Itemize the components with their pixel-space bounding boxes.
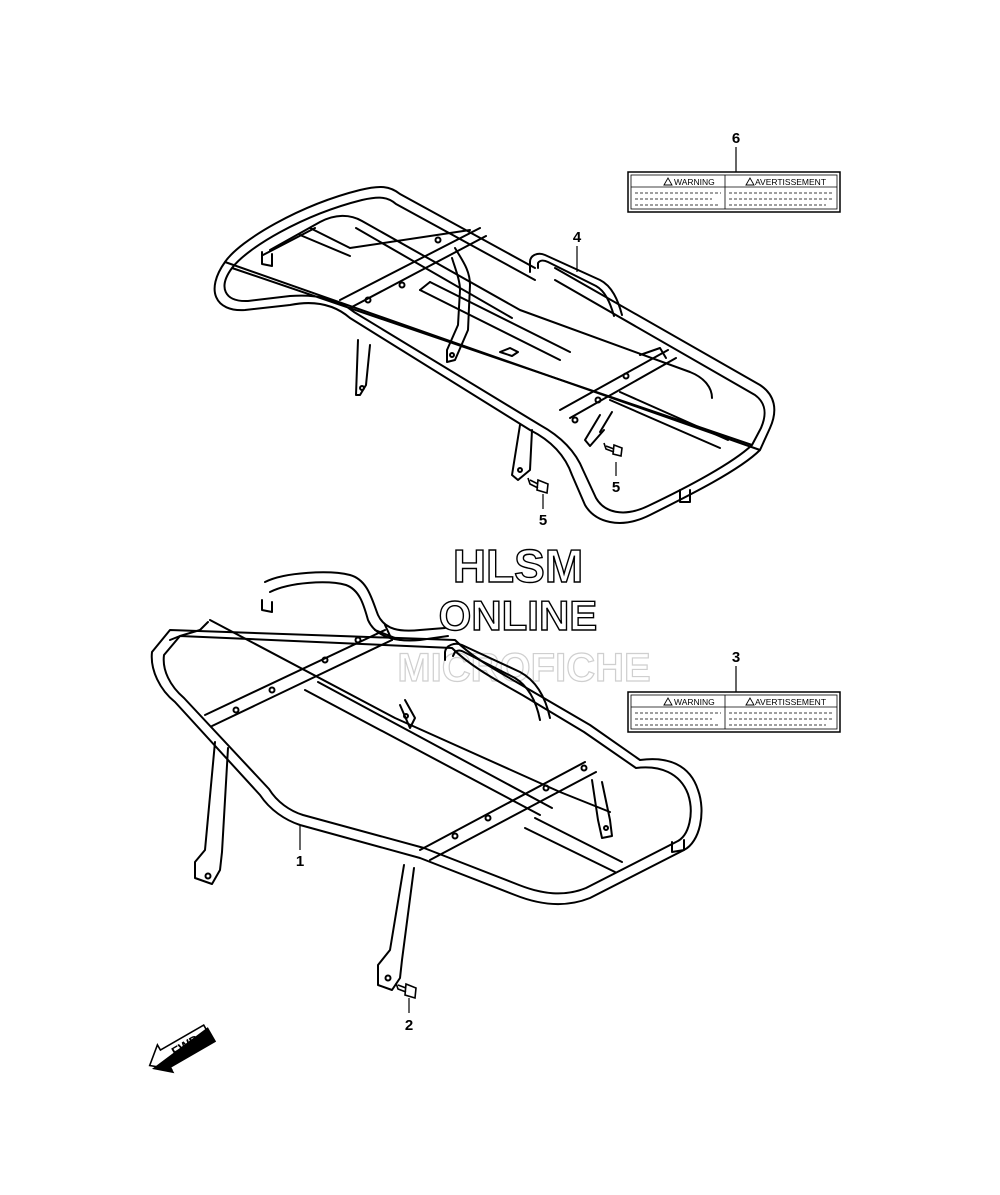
callout-part-1: 1 [296, 853, 304, 870]
label-3-right-heading: AVERTISSEMENT [755, 697, 826, 707]
watermark: HLSM ONLINE MICROFICHE [397, 539, 652, 690]
warning-triangle-icon [745, 697, 755, 706]
label-3-left-heading: WARNING [674, 697, 715, 707]
front-carrier-part-1 [150, 571, 703, 991]
bolt-part-5-right [603, 442, 623, 457]
callout-part-2: 2 [405, 1017, 413, 1034]
warning-label-part-6: WARNING AVERTISSEMENT [627, 171, 841, 213]
label-6-left-heading: WARNING [674, 177, 715, 187]
warning-triangle-icon [663, 177, 673, 186]
watermark-line-1: HLSM [453, 540, 583, 592]
warning-label-part-3: WARNING AVERTISSEMENT [627, 691, 841, 733]
warning-triangle-icon [663, 697, 673, 706]
watermark-line-3: MICROFICHE [397, 646, 650, 690]
rear-carrier-part-4 [213, 185, 776, 524]
callout-part-3: 3 [732, 649, 740, 666]
warning-triangle-icon [745, 177, 755, 186]
callout-part-5-left: 5 [539, 512, 547, 529]
watermark-line-2: ONLINE [439, 592, 598, 639]
callout-part-5-right: 5 [612, 479, 620, 496]
bolt-part-2 [395, 982, 417, 1000]
callout-part-4: 4 [573, 229, 582, 246]
callout-part-6: 6 [732, 130, 740, 147]
callout-numbers: 6 4 5 5 3 1 2 [296, 130, 740, 1034]
fwd-arrow-icon: FWD [148, 1023, 217, 1074]
bolt-part-5-left [527, 477, 549, 495]
label-6-right-heading: AVERTISSEMENT [755, 177, 826, 187]
leader-lines [299, 147, 737, 1013]
